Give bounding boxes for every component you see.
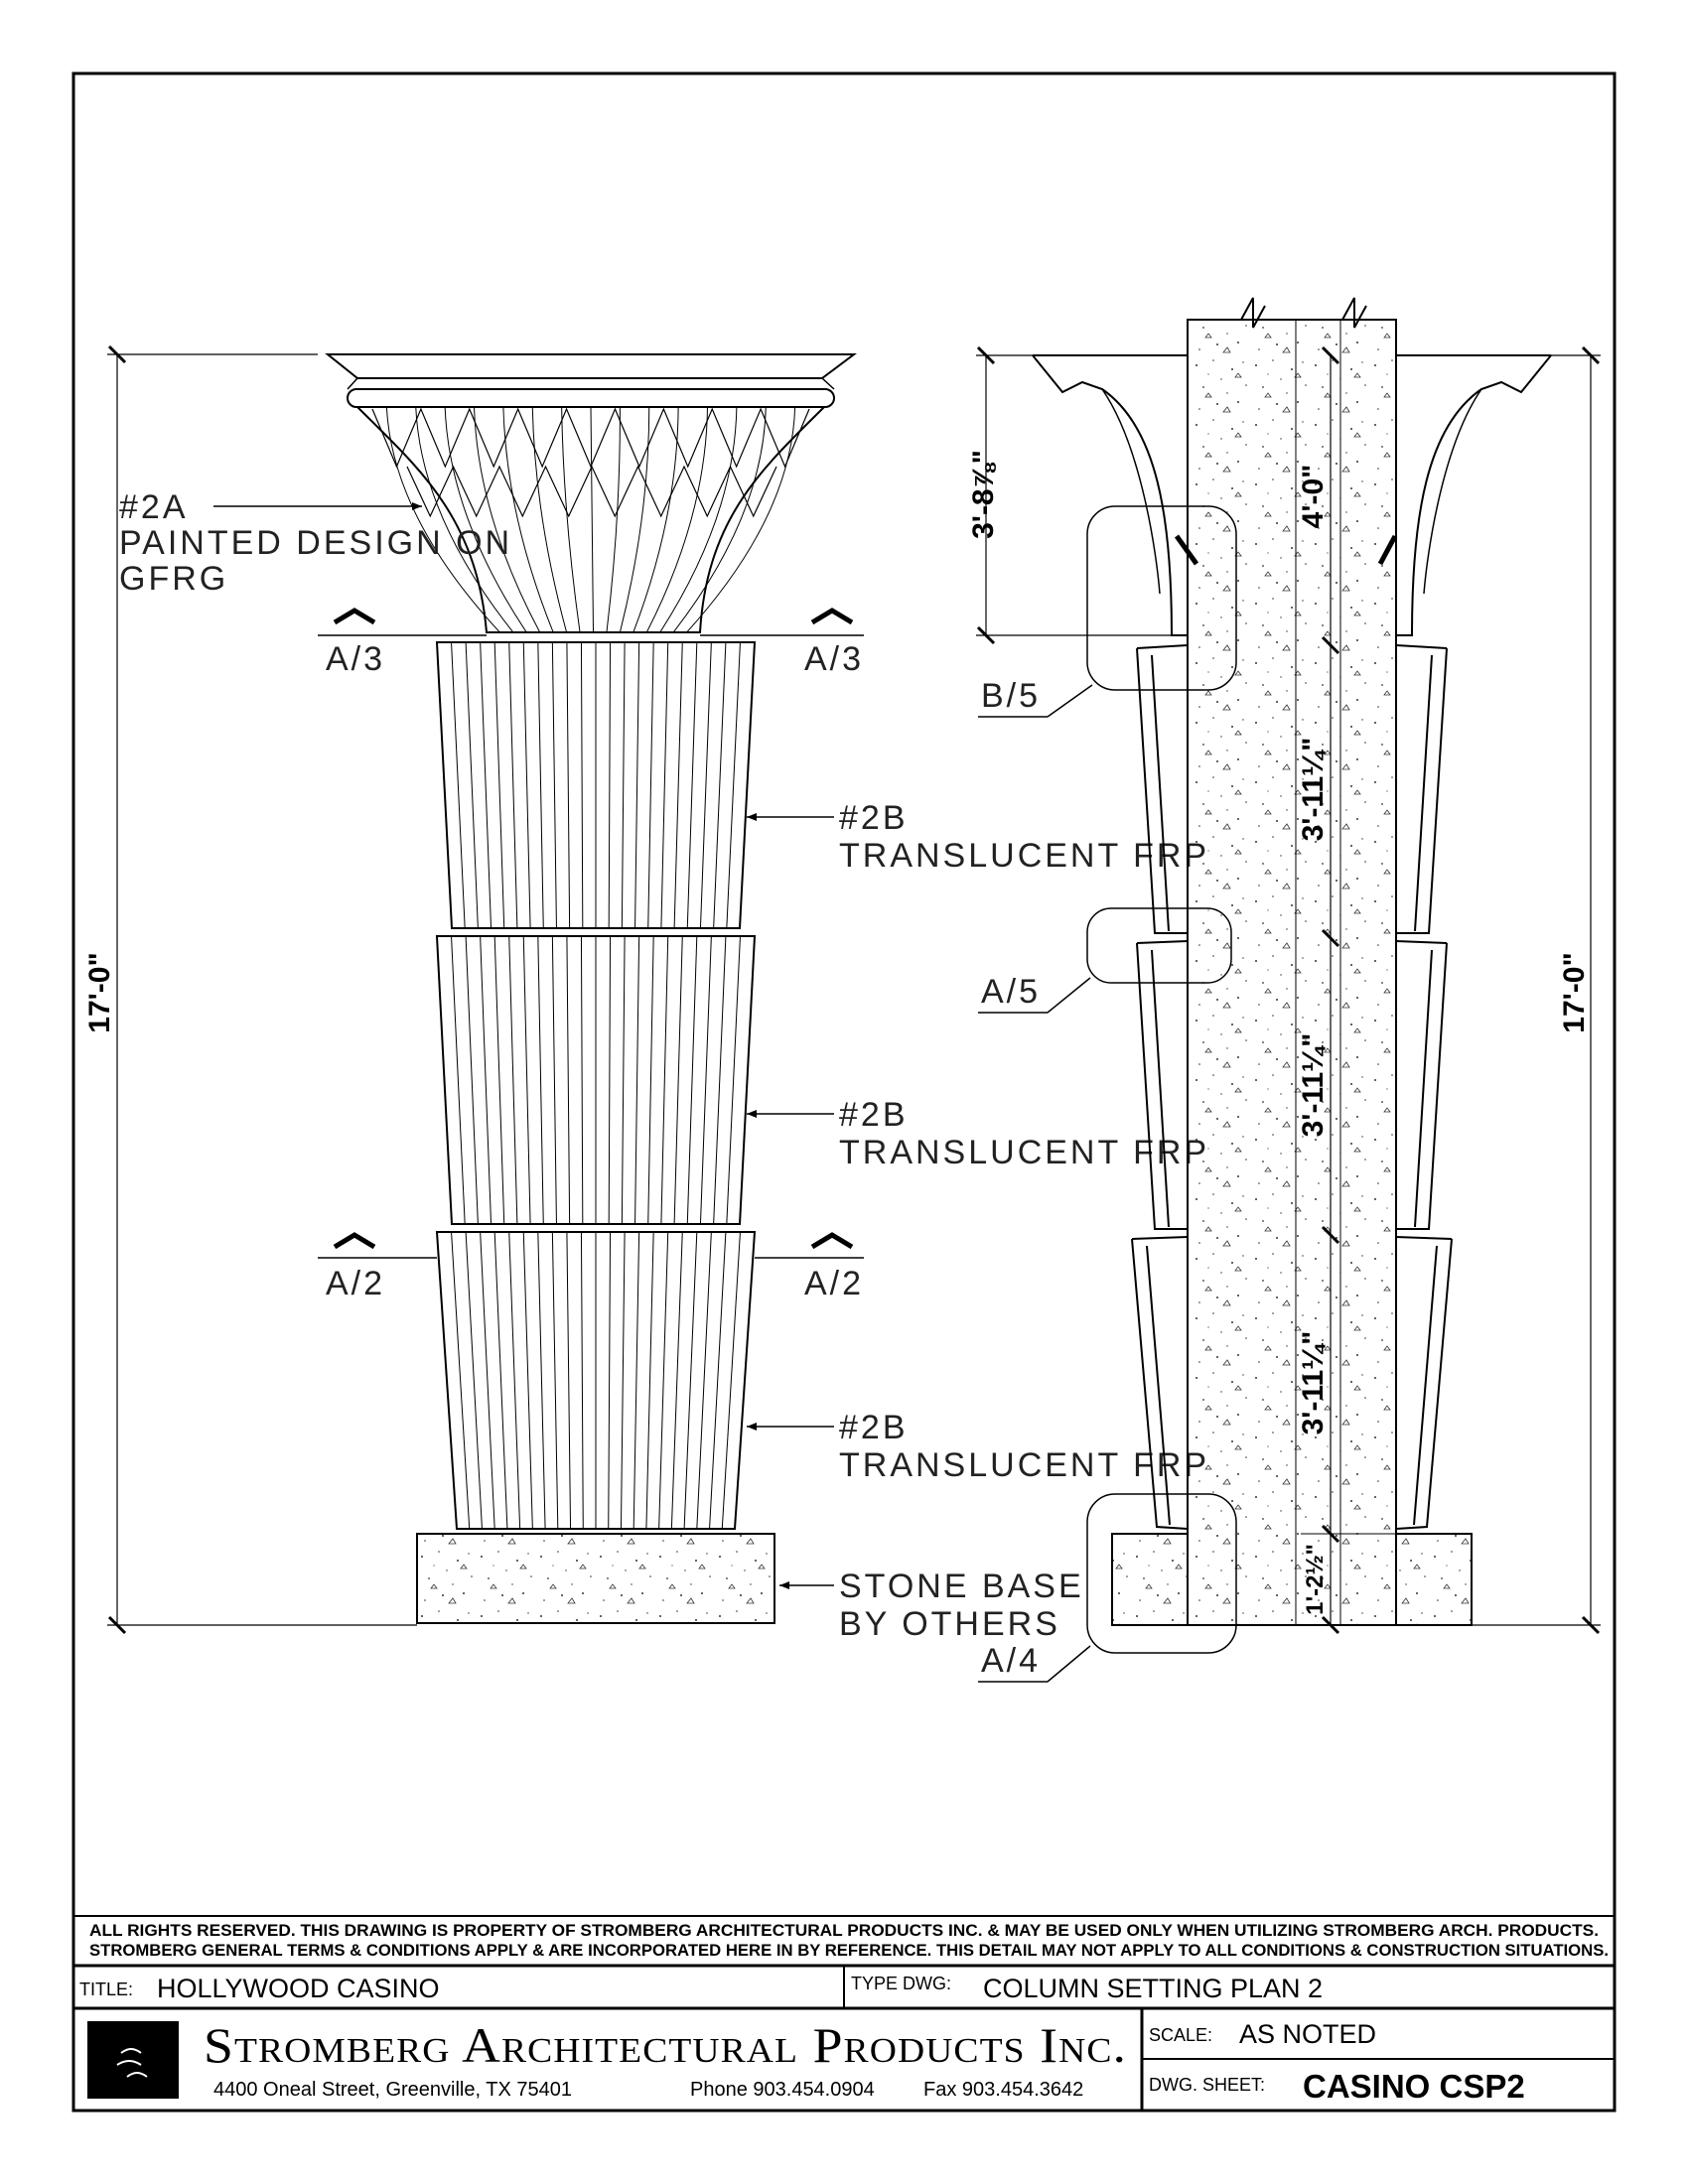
capital-height-left: 3'-8⅞" xyxy=(967,450,1000,539)
base-height: 1'-2½" xyxy=(1302,1544,1329,1615)
callout-frp-text-1: TRANSLUCENT FRP xyxy=(839,837,1209,875)
company-logo xyxy=(87,2021,179,2099)
capital-height-right: 4'-0" xyxy=(1297,465,1330,529)
callout-painted-text: PAINTED DESIGN ON xyxy=(119,524,512,562)
company-phone: Phone 903.454.0904 xyxy=(690,2079,875,2101)
callout-frp-number-3: #2B xyxy=(839,1409,909,1446)
callout-arrows-left xyxy=(213,502,834,1589)
sheet-value: CASINO CSP2 xyxy=(1303,2068,1525,2105)
callout-frp-number-1: #2B xyxy=(839,799,909,837)
overall-dimension-right: 17'-0" xyxy=(1558,952,1591,1032)
title-value: HOLLYWOOD CASINO xyxy=(157,1974,440,2003)
callout-stone-by-others: BY OTHERS xyxy=(839,1605,1060,1643)
sheet-label: DWG. SHEET: xyxy=(1149,2075,1265,2095)
company-address: 4400 Oneal Street, Greenville, TX 75401 xyxy=(213,2079,572,2101)
callout-frp-text-2: TRANSLUCENT FRP xyxy=(839,1134,1209,1171)
callout-painted-number: #2A xyxy=(119,488,189,526)
shaft-height-bottom: 3'-11¼" xyxy=(1297,1331,1330,1435)
callout-stone-base: STONE BASE xyxy=(839,1568,1084,1605)
shaft-height-mid: 3'-11¼" xyxy=(1297,1033,1330,1138)
scale-value: AS NOTED xyxy=(1239,2019,1376,2049)
section-marker-a3-left: A/3 xyxy=(326,640,385,678)
section-marker-a5: A/5 xyxy=(981,973,1041,1011)
sheet-border xyxy=(73,73,1615,2111)
type-value: COLUMN SETTING PLAN 2 xyxy=(983,1974,1323,2003)
callout-frp-number-2: #2B xyxy=(839,1096,909,1134)
section-marker-a3-right: A/3 xyxy=(804,640,864,678)
notice-line-1: ALL RIGHTS RESERVED. THIS DRAWING IS PRO… xyxy=(89,1922,1599,1940)
title-block xyxy=(73,1916,1615,2111)
callout-frp-text-3: TRANSLUCENT FRP xyxy=(839,1446,1209,1484)
overall-dimension-left xyxy=(107,346,417,1633)
section-marker-b5: B/5 xyxy=(981,677,1041,715)
column-section xyxy=(978,298,1551,1682)
callout-painted-material: GFRG xyxy=(119,560,228,598)
column-elevation xyxy=(318,354,864,1623)
shaft-height-top: 3'-11¼" xyxy=(1297,738,1330,842)
section-marker-a2-left: A/2 xyxy=(326,1265,385,1302)
scale-label: SCALE: xyxy=(1149,2025,1212,2045)
section-marker-a2-right: A/2 xyxy=(804,1265,864,1302)
notice-line-2: STROMBERG GENERAL TERMS & CONDITIONS APP… xyxy=(89,1942,1609,1960)
title-label: TITLE: xyxy=(79,1979,133,1999)
section-dimensions xyxy=(976,347,1601,1633)
section-marker-a4: A/4 xyxy=(981,1642,1041,1680)
overall-dimension-text: 17'-0" xyxy=(83,952,116,1032)
company-name: Stromberg Architectural Products Inc. xyxy=(204,2017,1127,2073)
type-label: TYPE DWG: xyxy=(851,1974,951,1993)
company-fax: Fax 903.454.3642 xyxy=(923,2079,1083,2101)
